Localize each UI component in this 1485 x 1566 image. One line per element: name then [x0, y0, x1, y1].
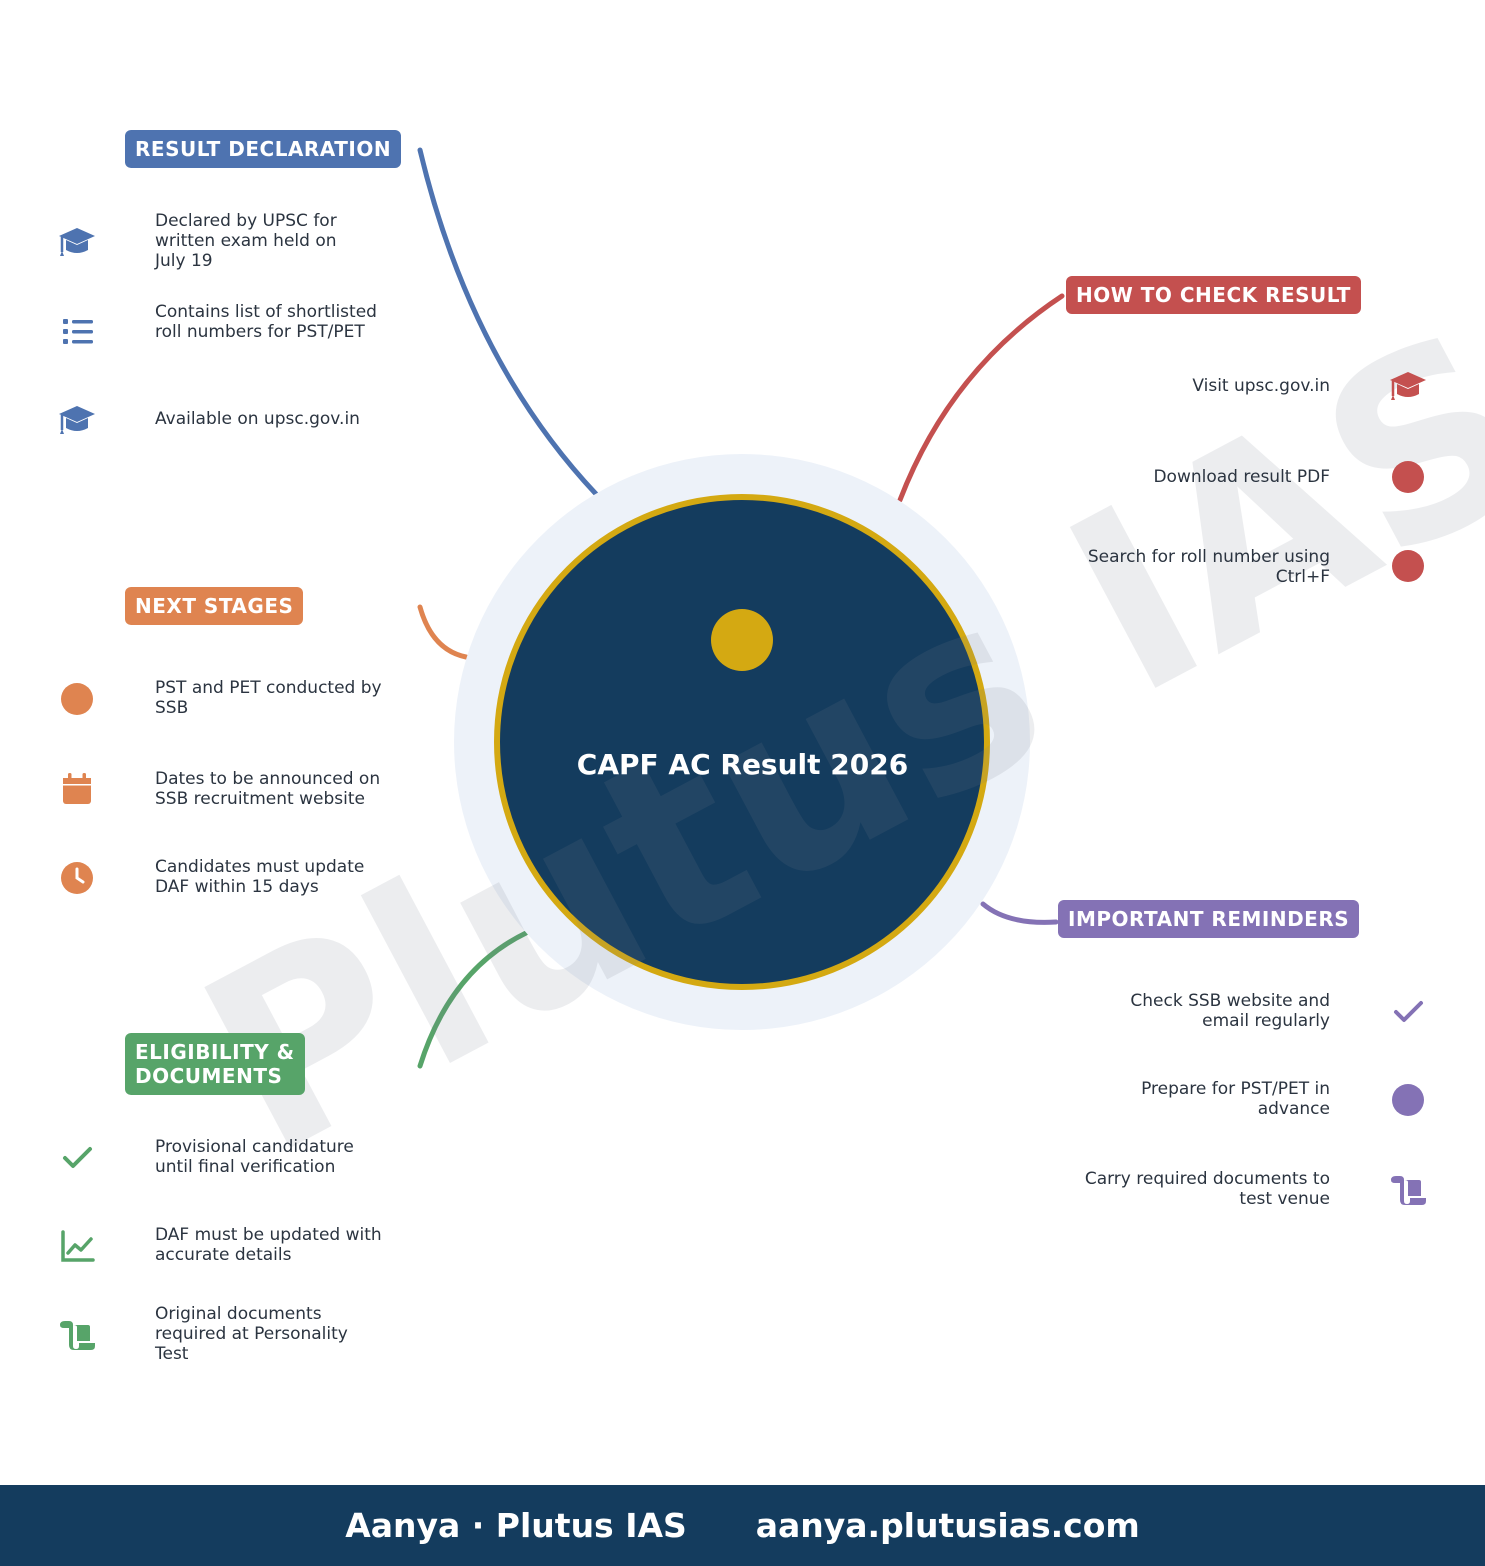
circle-icon: [1388, 457, 1428, 497]
circle-icon: [1388, 1080, 1428, 1120]
footer-url: aanya.plutusias.com: [755, 1506, 1140, 1545]
graduation-cap-icon: [57, 222, 97, 262]
item-text: Declared by UPSC for written exam held o…: [155, 211, 337, 271]
item-text: Download result PDF: [1153, 467, 1330, 487]
connector-next: [417, 604, 469, 660]
connector-reminders: [980, 901, 1059, 925]
connector-howto: [897, 293, 1065, 503]
branch-title-reminders: IMPORTANT REMINDERS: [1058, 900, 1360, 938]
center-title: CAPF AC Result 2026: [576, 748, 909, 781]
item-text: Check SSB website and email regularly: [1130, 991, 1330, 1031]
check-icon: [1388, 991, 1428, 1031]
center-dot: [711, 609, 773, 671]
graduation-cap-icon: [1388, 366, 1428, 406]
circle-icon: [1388, 546, 1428, 586]
item-text: Available on upsc.gov.in: [155, 409, 360, 429]
item-text: Search for roll number using Ctrl+F: [1087, 547, 1330, 587]
footer-brand: Aanya · Plutus IAS: [345, 1506, 687, 1545]
graduation-cap-icon: [57, 400, 97, 440]
list-icon: [58, 311, 98, 351]
connector-eligibility: [417, 930, 529, 1069]
branch-title-next: NEXT STAGES: [125, 587, 304, 625]
item-text: Candidates must update DAF within 15 day…: [155, 857, 365, 897]
calendar-icon: [57, 769, 97, 809]
check-icon: [57, 1137, 97, 1177]
footer-bar: Aanya · Plutus IAS aanya.plutusias.com: [0, 1485, 1485, 1566]
item-text: Provisional candidature until final veri…: [155, 1137, 354, 1177]
clock-icon: [57, 858, 97, 898]
scroll-icon: [57, 1315, 97, 1355]
item-text: Original documents required at Personali…: [155, 1304, 348, 1364]
circle-icon: [57, 679, 97, 719]
footer-spacer: [687, 1506, 756, 1545]
branch-title-howto: HOW TO CHECK RESULT: [1066, 276, 1361, 314]
item-text: Carry required documents to test venue: [1084, 1169, 1330, 1209]
item-text: DAF must be updated with accurate detail…: [155, 1225, 382, 1265]
item-text: Dates to be announced on SSB recruitment…: [155, 769, 381, 809]
chart-line-icon: [57, 1226, 97, 1266]
item-text: Prepare for PST/PET in advance: [1141, 1079, 1330, 1119]
item-text: Contains list of shortlisted roll number…: [155, 302, 377, 342]
item-text: Visit upsc.gov.in: [1192, 376, 1330, 396]
center-circle: [494, 494, 990, 990]
branch-title-eligibility: ELIGIBILITY & DOCUMENTS: [125, 1033, 305, 1095]
item-text: PST and PET conducted by SSB: [155, 678, 382, 718]
connector-result: [417, 147, 599, 497]
branch-title-result: RESULT DECLARATION: [125, 130, 402, 168]
scroll-icon: [1388, 1170, 1428, 1210]
